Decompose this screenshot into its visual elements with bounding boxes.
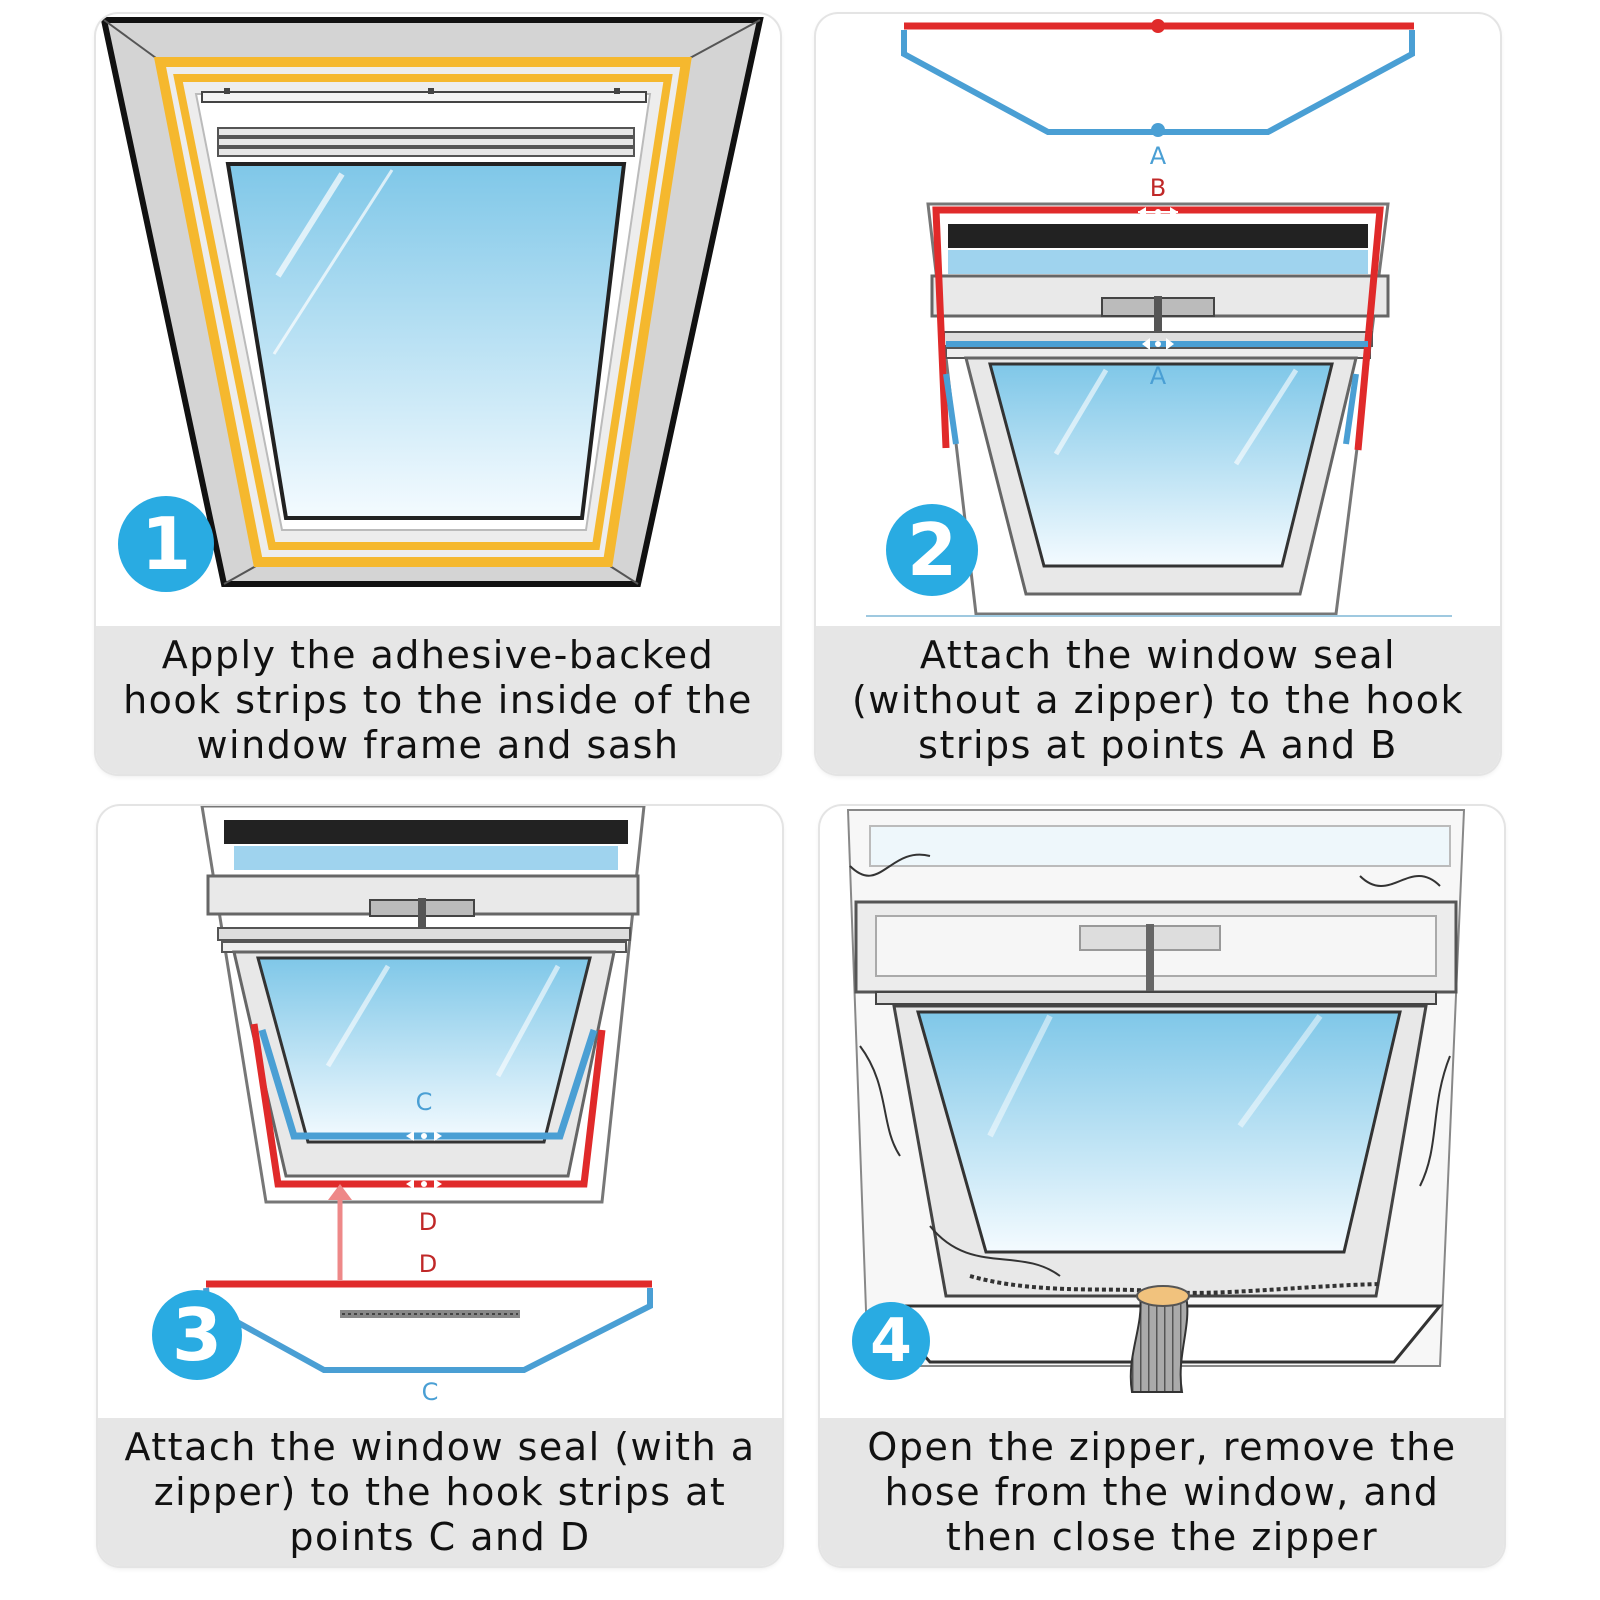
step-2-caption: Attach the window seal (without a zipper… [851,632,1465,767]
window-glass [988,362,1334,568]
label-d-top: D [419,1208,437,1236]
step-4-card: 4 Open the zipper, remove the hose from … [820,806,1504,1566]
step-3-illustration: C D D C [200,806,653,1406]
label-c-bottom: C [422,1378,439,1406]
step-2-illustration: A B [866,19,1452,617]
step-2-card: A B [816,14,1500,774]
connector-d [406,1179,442,1189]
label-a-top: A [1150,142,1167,170]
step-4-illustration [846,809,1466,1393]
step-number-badge: 2 [886,504,978,596]
label-c-top: C [416,1088,433,1116]
step-3-caption-box: Attach the window seal (with a zipper) t… [98,1418,782,1566]
step-number-badge: 3 [152,1290,242,1380]
step-1-illustration [100,17,764,587]
blind-bar [948,224,1368,248]
step-1-caption: Apply the adhesive-backed hook strips to… [123,632,753,767]
exhaust-hose-icon [1129,1295,1189,1393]
blind-bar [224,820,628,844]
label-a-bottom: A [1150,362,1167,390]
hook-strip-outer [153,57,692,567]
zipper-icon [340,1310,520,1318]
connector-a [1142,338,1174,350]
point-b-marker [1151,19,1165,33]
step-number-badge: 4 [852,1302,930,1380]
window-glass [225,162,627,520]
step-number-badge: 1 [118,496,214,592]
hook-strip-red [250,1023,606,1188]
step-4-caption: Open the zipper, remove the hose from th… [867,1424,1457,1559]
step-1-panel: 1 Apply the adhesive-backed hook strips … [96,14,780,774]
label-d-bottom: D [419,1250,437,1278]
window-seal-piece [901,30,1415,135]
window-glass [256,956,592,1144]
step-1-card: 1 Apply the adhesive-backed hook strips … [96,14,780,774]
connector-b [1138,207,1178,217]
step-2-panel: A B [816,14,1500,774]
step-2-caption-box: Attach the window seal (without a zipper… [816,626,1500,774]
connector-c [406,1131,442,1141]
point-a-marker [1151,123,1165,137]
hook-strip-inner [173,74,673,550]
label-b: B [1150,174,1166,202]
step-4-panel: 4 Open the zipper, remove the hose from … [820,806,1504,1566]
step-3-caption: Attach the window seal (with a zipper) t… [124,1424,756,1559]
step-3-card: C D D C 3 Attach the win [98,806,782,1566]
step-3-panel: C D D C 3 Attach the win [98,806,782,1566]
window-seal-piece [203,1287,653,1373]
step-1-caption-box: Apply the adhesive-backed hook strips to… [96,626,780,774]
step-4-caption-box: Open the zipper, remove the hose from th… [820,1418,1504,1566]
